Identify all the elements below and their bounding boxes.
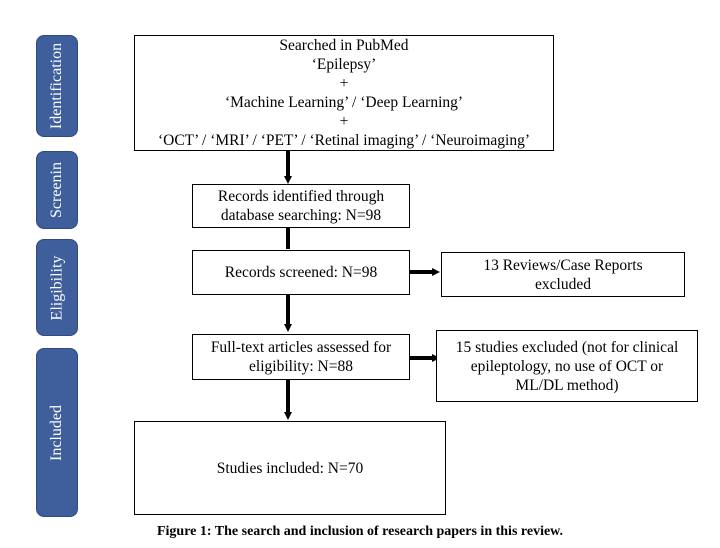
excluded-studies-line-2: epileptology, no use of OCT or (470, 357, 664, 375)
fulltext-line-2: eligibility: N=88 (249, 358, 353, 375)
stage-included: Included (36, 348, 78, 517)
screened-box: Records screened: N=98 (192, 250, 410, 295)
identified-line-2: database searching: N=98 (220, 207, 382, 224)
stage-eligibility: Eligibility (36, 239, 78, 336)
fulltext-box: Full-text articles assessed for eligibil… (192, 334, 410, 380)
stage-identification: Identification (36, 35, 78, 137)
screened-line-1: Records screened: N=98 (224, 264, 378, 281)
stage-screening: Screenin (36, 151, 78, 229)
search-line-4: ‘Machine Learning’ / ‘Deep Learning’ (224, 94, 464, 111)
search-box: Searched in PubMed ‘Epilepsy’ + ‘Machine… (134, 35, 554, 151)
excluded-studies-line-3: ML/DL method) (515, 376, 619, 394)
excluded-reviews-line-2: excluded (535, 275, 591, 293)
search-line-2: ‘Epilepsy’ (311, 56, 377, 73)
figure-caption: Figure 1: The search and inclusion of re… (156, 524, 564, 539)
search-line-1: Searched in PubMed (279, 37, 409, 54)
included-line-1: Studies included: N=70 (216, 459, 364, 477)
search-line-5: + (339, 113, 349, 130)
excluded-reviews-line-1: 13 Reviews/Case Reports (483, 256, 643, 274)
excluded-reviews-box: 13 Reviews/Case Reports excluded (441, 252, 685, 297)
included-box: Studies included: N=70 (134, 421, 446, 515)
identified-line-1: Records identified through (217, 188, 385, 205)
search-line-6: ‘OCT’ / ‘MRI’ / ‘PET’ / ‘Retinal imaging… (157, 132, 531, 149)
identified-box: Records identified through database sear… (192, 184, 410, 228)
fulltext-line-1: Full-text articles assessed for (210, 339, 392, 356)
excluded-studies-line-1: 15 studies excluded (not for clinical (455, 338, 679, 356)
excluded-studies-box: 15 studies excluded (not for clinical ep… (436, 330, 698, 402)
search-line-3: + (339, 75, 349, 92)
